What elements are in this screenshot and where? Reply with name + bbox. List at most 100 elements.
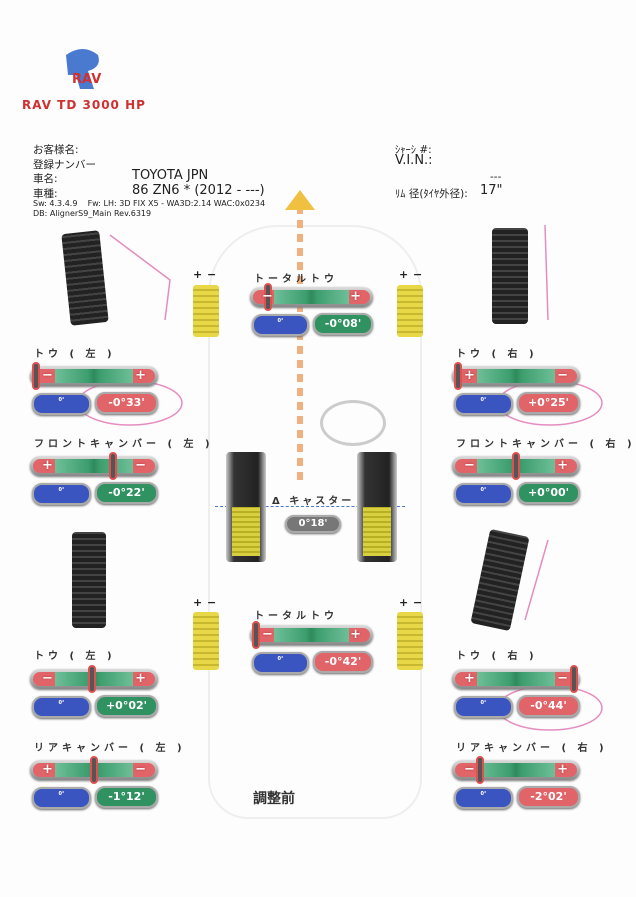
rim-value: 17" [480,183,503,198]
brand-title: RAV TD 3000 HP [22,98,146,112]
gauge-pointer [90,756,98,784]
gauge-right-sign: + [557,762,568,777]
wheel-plus-mark: + [193,596,203,609]
gauge-bar: + − [30,756,158,784]
gauge-left-sign: − [262,289,273,304]
rear-left-tyre-icon [72,532,106,628]
gauge-right-sign: + [557,458,568,473]
gauge-value: +0°02' [95,695,158,717]
gauge-right-sign: + [350,627,361,642]
gauge-value: +0°25' [517,392,580,414]
database-line: DB: AlignerS9_Main Rev.6319 [33,209,152,218]
gauge-left-sign: + [42,458,53,473]
direction-arrow-icon [285,190,315,210]
gauge-zero-reference: 0° [454,787,513,809]
gauge-bar: − + [250,621,373,649]
gauge-pointer [88,665,96,693]
rav-logo: RAV [58,45,108,95]
gauge-value: -2°02' [517,786,580,808]
gauge-pointer [32,362,40,390]
vin-label: V.I.N.: [395,153,433,168]
gauge-label: トータルトウ [254,274,338,285]
gauge-right-sign: − [135,458,146,473]
gauge-value: -0°08' [313,313,373,335]
gauge-zero-reference: 0° [252,652,309,674]
gauge-zero-reference: 0° [32,483,91,505]
svg-text:RAV: RAV [72,72,101,87]
wheel-plus-mark: + [193,268,203,281]
gauge-left-sign: − [464,458,475,473]
wheel-minus-mark: − [413,596,423,609]
gauge-left-sign: + [464,671,475,686]
gauge-left-sign: + [464,368,475,383]
gauge-label: トウ ( 右 ) [456,651,538,662]
gauge-value: -0°44' [517,695,580,717]
front-right-tyre-icon [492,228,528,324]
gauge-bar: + − [452,362,580,390]
gauge-right-sign: − [135,762,146,777]
gauge-label: リアキャンバー ( 左 ) [34,743,186,754]
model-value: 86 ZN6 * (2012 - ---) [132,183,265,198]
caster-right-indicator [357,452,397,562]
gauge-value: -0°42' [313,651,373,673]
gauge-zero-reference: 0° [454,483,513,505]
gauge-pointer [512,452,520,480]
gauge-bar: + − [452,665,580,693]
front-right-wheel-icon [397,285,423,337]
gauge-pointer [454,362,462,390]
gauge-zero-reference: 0° [252,314,309,336]
adjustment-state: 調整前 [253,791,295,807]
wheel-plus-mark: + [399,268,409,281]
gauge-label: リアキャンバー ( 右 ) [456,743,608,754]
rear-right-wheel-icon [397,612,423,670]
model-label: 車種: [33,188,58,200]
steering-wheel-icon [320,400,386,446]
gauge-bar: − + [452,452,580,480]
caster-label: Δ キャスター [272,496,355,507]
gauge-label: トータルトウ [254,611,338,622]
gauge-right-sign: − [557,368,568,383]
centerline [297,210,303,480]
gauge-bar: − + [250,283,373,311]
gauge-zero-reference: 0° [32,696,91,718]
wheel-minus-mark: − [207,268,217,281]
axle-line [215,506,405,507]
gauge-zero-reference: 0° [454,393,513,415]
gauge-bar: − + [30,665,158,693]
rear-left-wheel-icon [193,612,219,670]
gauge-right-sign: + [135,671,146,686]
gauge-label: トウ ( 左 ) [34,651,116,662]
wheel-minus-mark: − [413,268,423,281]
make-label: 車名: [33,173,58,185]
plate-label: 登録ナンバー [33,159,96,171]
caster-left-indicator [226,452,266,562]
make-value: TOYOTA JPN [132,168,209,183]
software-line: Sw: 4.3.4.9 Fw: LH: 3D FIX X5 - WA3D:2.1… [33,199,266,208]
gauge-right-sign: − [557,671,568,686]
gauge-pointer [570,665,578,693]
gauge-value: -0°22' [95,482,158,504]
caster-value: 0°18' [285,515,341,533]
gauge-zero-reference: 0° [32,393,91,415]
gauge-value: +0°00' [517,482,580,504]
gauge-bar: − + [452,756,580,784]
gauge-label: フロントキャンバー ( 右 ) [456,439,636,450]
gauge-left-sign: − [464,762,475,777]
gauge-value: -1°12' [95,786,158,808]
gauge-pointer [476,756,484,784]
gauge-right-sign: + [350,289,361,304]
wheel-minus-mark: − [207,596,217,609]
gauge-value: -0°33' [95,392,158,414]
gauge-left-sign: − [42,671,53,686]
front-left-wheel-icon [193,285,219,337]
gauge-bar: − + [30,362,158,390]
gauge-right-sign: + [135,368,146,383]
gauge-pointer [109,452,117,480]
gauge-left-sign: − [42,368,53,383]
gauge-bar: + − [30,452,158,480]
wheel-plus-mark: + [399,596,409,609]
gauge-pointer [252,621,260,649]
gauge-left-sign: + [42,762,53,777]
gauge-label: トウ ( 右 ) [456,349,538,360]
